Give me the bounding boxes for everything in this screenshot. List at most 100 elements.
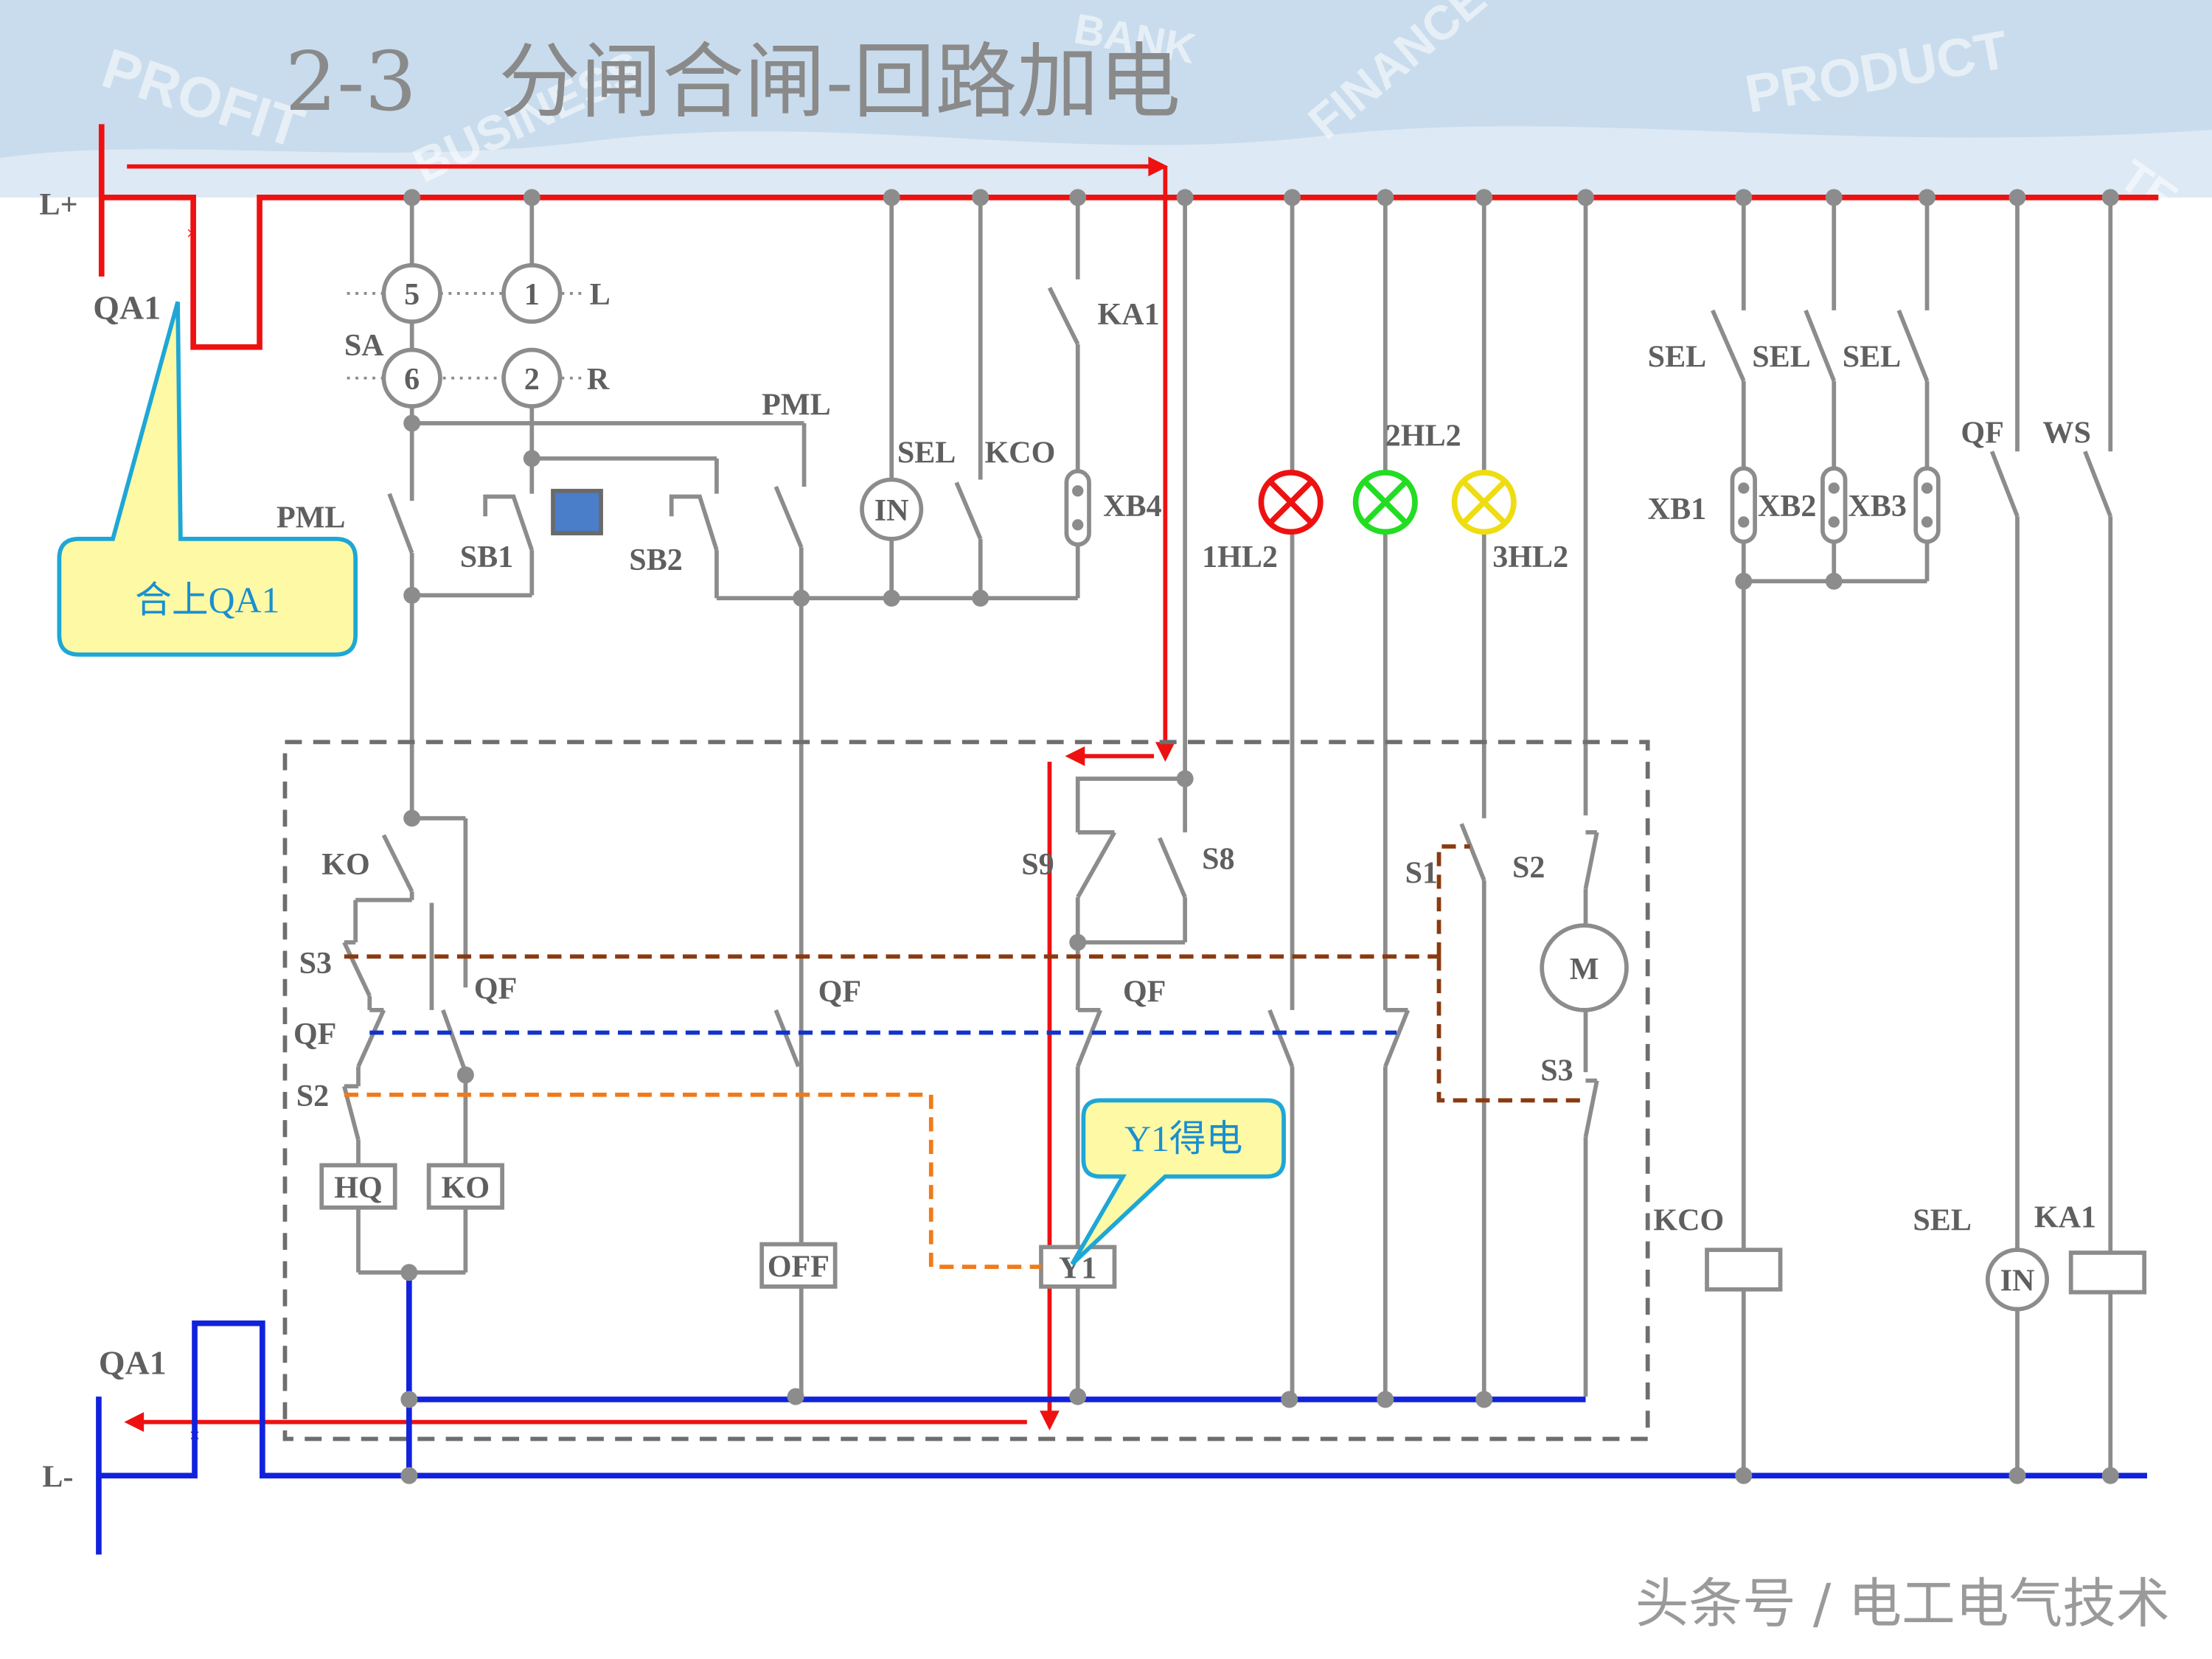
sa-contact-6: [381, 347, 442, 408]
s1-label: S1: [1405, 856, 1438, 891]
lamp-2hl2-label: 2HL2: [1385, 419, 1461, 453]
coil-boxes: [319, 1163, 2147, 1295]
sa-contact-2-label: 2: [524, 362, 540, 397]
ko-switch-label: KO: [321, 847, 369, 882]
sel2-label: SEL: [1752, 339, 1811, 374]
ka1-coil: [2068, 1251, 2147, 1295]
relay-in-bottom-label: IN: [2000, 1264, 2035, 1298]
banner-background: [0, 0, 2212, 159]
sa-contact-5: [381, 262, 442, 324]
s3-left-label: S3: [299, 946, 332, 981]
relay-in-top: [860, 477, 924, 541]
xb1-link: [1730, 466, 1757, 544]
current-path-arrows: [127, 164, 1168, 1425]
s3-right-label: S3: [1540, 1054, 1573, 1088]
indicator-lamp-2hl2: [1352, 470, 1418, 535]
mechanical-linkages: [344, 844, 1586, 1269]
s9-label: S9: [1021, 847, 1054, 882]
selector-switch-contacts: [381, 262, 563, 408]
positive-bus: [98, 124, 2159, 350]
qa1-bottom-break-mark: ×: [189, 1424, 200, 1446]
kco-coil-label: KCO: [1653, 1203, 1724, 1237]
sb1-button: [483, 494, 535, 552]
s2-left-label: S2: [296, 1079, 329, 1113]
s2-link-orange: [344, 1092, 1041, 1269]
qa1-top-label: QA1: [93, 288, 161, 326]
footer-source: 头条号 / 电工电气技术: [1635, 1573, 2170, 1635]
qa1-bottom-label: QA1: [99, 1344, 167, 1382]
xb1-label: XB1: [1648, 492, 1707, 526]
qf-right-label: QF: [1961, 416, 2003, 451]
selector-switch-dotted-links: [347, 292, 582, 380]
xb3-link: [1913, 466, 1941, 544]
callout-y1-energized: Y1得电: [1070, 1098, 1286, 1266]
sb1-label: SB1: [460, 540, 514, 574]
sa-r-label: R: [587, 362, 610, 397]
off-coil-label: OFF: [768, 1250, 830, 1284]
sel-contact-label: SEL: [897, 436, 956, 470]
breaker-enclosure-outline: [282, 740, 1650, 1441]
page-title: 2-3 分闸合闸-回路加电: [285, 35, 1180, 130]
motor-label: M: [1570, 952, 1599, 987]
sa-l-label: L: [590, 277, 611, 312]
banner-wave: [0, 126, 2212, 198]
off-coil: [759, 1242, 838, 1289]
pml-top-label: PML: [762, 387, 830, 422]
bus-negative-label: L-: [42, 1460, 73, 1495]
ko-coil-label: KO: [442, 1170, 490, 1205]
s2-right-label: S2: [1512, 850, 1545, 885]
sa-contact-6-label: 6: [404, 362, 420, 397]
lamp-3hl2-label: 3HL2: [1492, 540, 1568, 574]
xb-link-dots: [1072, 482, 1933, 531]
xb3-label: XB3: [1848, 489, 1907, 524]
s8-label: S8: [1202, 842, 1234, 877]
qf-ko-label: QF: [474, 972, 517, 1006]
sb2-label: SB2: [629, 543, 683, 577]
callout-close-qa1: 合上QA1: [57, 301, 358, 657]
header-banner: PROFIT BUSINESS BANK FINANCE PRODUCT TEA…: [0, 0, 2212, 265]
sa-contact-1-label: 1: [524, 277, 540, 312]
indicator-lamp-1hl2: [1258, 470, 1324, 535]
qf-off-label: QF: [818, 974, 861, 1009]
bus-positive-label: L+: [40, 187, 78, 222]
pml-left-label: PML: [276, 501, 345, 535]
relay-in-top-label: IN: [874, 493, 909, 528]
sb2-button: [669, 494, 719, 552]
indicator-lamp-3hl2: [1451, 470, 1517, 535]
xb-connecting-pieces: [1064, 466, 1941, 547]
ka1-coil-label: KA1: [2034, 1200, 2096, 1235]
kco-contact-label: KCO: [984, 436, 1055, 470]
push-buttons: [483, 494, 719, 552]
xb4-label: XB4: [1103, 489, 1162, 524]
xb4-link: [1064, 469, 1091, 547]
xb2-link: [1820, 466, 1848, 544]
xb2-label: XB2: [1758, 489, 1817, 524]
relay-in-bottom: [1985, 1248, 2050, 1312]
negative-bus: [96, 1272, 2147, 1555]
sa-contact-1: [501, 262, 563, 324]
sa-label: SA: [344, 328, 384, 363]
ws-label: WS: [2042, 416, 2090, 451]
qa1-top-break-mark: ×: [187, 222, 198, 244]
sa-contact-2: [501, 347, 563, 408]
hq-coil-label: HQ: [334, 1170, 382, 1205]
ko-coil: [426, 1163, 504, 1210]
qf-left-label: QF: [293, 1017, 336, 1051]
callout-y1-text: Y1得电: [1124, 1119, 1242, 1159]
kco-coil: [1705, 1248, 1783, 1292]
current-path-arrowheads: [124, 156, 1175, 1432]
hq-coil: [319, 1163, 397, 1210]
ka1-contact-label: KA1: [1098, 297, 1160, 332]
junction-dots: [400, 189, 2119, 1484]
sel3-label: SEL: [1843, 339, 1902, 374]
indicator-square: [551, 488, 603, 536]
sa-contact-5-label: 5: [404, 277, 420, 312]
callout-close-qa1-text: 合上QA1: [135, 580, 279, 620]
sel-in-label: SEL: [1913, 1203, 1972, 1237]
qf-s9-label: QF: [1123, 974, 1166, 1009]
motor-symbol: [1540, 923, 1629, 1012]
lamp-1hl2-label: 1HL2: [1202, 540, 1278, 574]
sel1-label: SEL: [1648, 339, 1707, 374]
